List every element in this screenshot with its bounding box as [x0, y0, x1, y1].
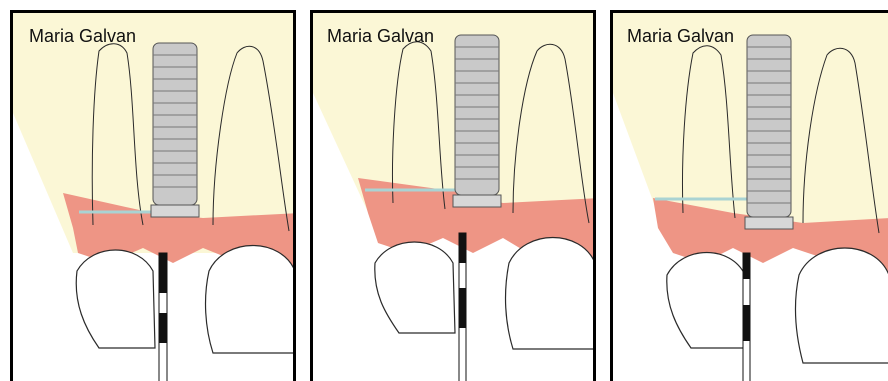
author-label: Maria Galvan — [327, 26, 434, 47]
panel-3: Maria Galvan — [610, 10, 888, 381]
probe-marking — [159, 313, 167, 343]
tooth-crown-right — [506, 238, 595, 350]
probe-marking — [459, 233, 466, 263]
tooth-crown-right — [206, 246, 295, 354]
implant-diagram-3 — [613, 13, 888, 381]
probe-marking — [459, 288, 466, 328]
tooth-crown-left — [76, 250, 155, 348]
probe-marking — [743, 305, 750, 341]
tooth-crown-right — [796, 248, 888, 363]
tooth-crown-left — [375, 242, 455, 333]
probe-marking — [743, 253, 750, 279]
probe-marking — [159, 253, 167, 293]
implant-diagram-2 — [313, 13, 596, 381]
panel-2: Maria Galvan — [310, 10, 596, 381]
author-label: Maria Galvan — [627, 26, 734, 47]
tooth-crown-left — [667, 253, 747, 349]
implant-diagram-1 — [13, 13, 296, 381]
panel-1: Maria Galvan — [10, 10, 296, 381]
implant — [453, 35, 501, 207]
implant — [151, 43, 199, 217]
author-label: Maria Galvan — [29, 26, 136, 47]
implant — [745, 35, 793, 229]
